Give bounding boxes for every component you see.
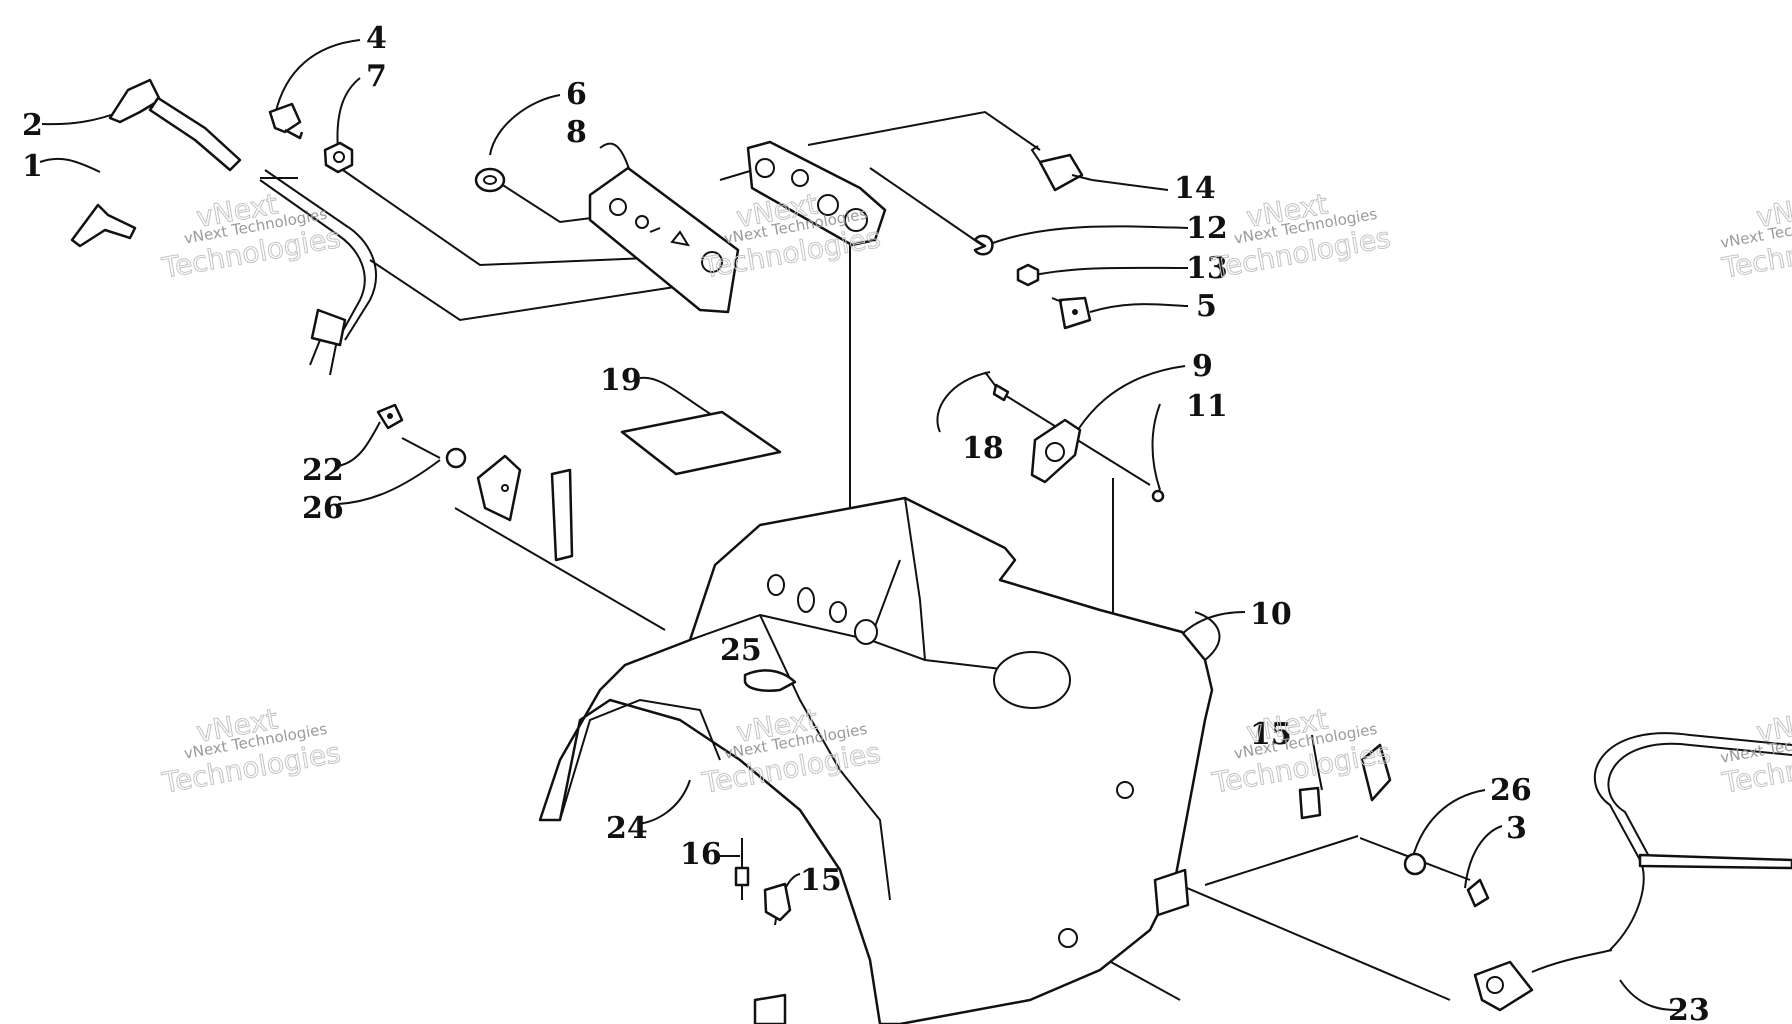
part-12-clip bbox=[973, 234, 994, 256]
watermark: vNext vNext Technologies Technologies bbox=[1719, 702, 1792, 801]
side-bracket bbox=[476, 454, 522, 522]
part-2-cable bbox=[264, 169, 377, 341]
part-15-clip bbox=[1298, 786, 1322, 820]
part-23-harness bbox=[1593, 732, 1792, 951]
callout-19: 19 bbox=[600, 363, 642, 398]
callout-22: 22 bbox=[302, 453, 344, 488]
pin bbox=[550, 468, 574, 562]
callout-24: 24 bbox=[606, 811, 648, 846]
small-parts bbox=[70, 78, 1792, 1012]
callout-5: 5 bbox=[1196, 289, 1217, 324]
callout-1: 1 bbox=[22, 149, 43, 184]
part-11-rivet bbox=[1151, 489, 1165, 503]
panel-hole bbox=[829, 601, 847, 623]
callout-18: 18 bbox=[962, 431, 1004, 466]
fuel-cap-opening bbox=[993, 651, 1071, 709]
callout-3: 3 bbox=[1506, 811, 1527, 846]
part-13-nut bbox=[1016, 263, 1040, 287]
panel-hole bbox=[854, 619, 878, 645]
part-2-lever bbox=[108, 78, 162, 124]
callout-11: 11 bbox=[1186, 389, 1228, 424]
watermark: vNext vNext Technologies Technologies bbox=[1209, 702, 1394, 801]
callout-4: 4 bbox=[366, 21, 387, 56]
callout-12: 12 bbox=[1186, 211, 1228, 246]
part-8-plate bbox=[588, 166, 740, 314]
part-2-cable bbox=[259, 179, 366, 346]
watermarks: vNext vNext Technologies Technologies vN… bbox=[159, 187, 1792, 801]
callout-10: 10 bbox=[1250, 597, 1292, 632]
part-3-screw bbox=[1466, 878, 1490, 908]
callout-23: 23 bbox=[1668, 993, 1710, 1024]
part-26-washer-right bbox=[1403, 852, 1427, 876]
part-19-decal bbox=[620, 410, 782, 476]
part-1-lever bbox=[70, 203, 137, 248]
callout-26-right: 26 bbox=[1490, 773, 1532, 808]
part-4-key bbox=[268, 102, 302, 134]
part-15-clip bbox=[763, 882, 792, 922]
part-2-cable-end bbox=[310, 308, 347, 347]
panel-hole bbox=[767, 574, 785, 596]
callout-9: 9 bbox=[1192, 349, 1213, 384]
part-10-console bbox=[538, 496, 1214, 1024]
callout-6: 6 bbox=[566, 77, 587, 112]
panel-hole bbox=[797, 587, 815, 613]
callout-26: 26 bbox=[302, 491, 344, 526]
watermark: vNext vNext Technologies Technologies bbox=[1209, 187, 1394, 286]
callout-2: 2 bbox=[22, 108, 43, 143]
callout-7: 7 bbox=[366, 59, 387, 94]
watermark: vNext vNext Technologies Technologies bbox=[1719, 187, 1792, 286]
part-25-decal bbox=[743, 669, 797, 692]
callouts: 1 2 4 7 6 8 14 12 13 5 9 11 18 19 22 26 … bbox=[22, 21, 1710, 1024]
callout-8: 8 bbox=[566, 115, 587, 150]
callout-15: 15 bbox=[800, 863, 842, 898]
part-2-cable-housing bbox=[148, 96, 242, 172]
callout-16: 16 bbox=[680, 837, 722, 872]
watermark: vNext vNext Technologies Technologies bbox=[159, 702, 344, 801]
part-26-washer bbox=[445, 447, 467, 469]
watermark: vNext vNext Technologies Technologies bbox=[159, 187, 344, 286]
part-14-switch bbox=[1038, 153, 1084, 192]
callout-15-right: 15 bbox=[1250, 717, 1292, 752]
callout-14: 14 bbox=[1174, 171, 1216, 206]
callout-13: 13 bbox=[1186, 251, 1228, 286]
part-15-clip bbox=[1360, 743, 1392, 802]
callout-25: 25 bbox=[720, 633, 762, 668]
